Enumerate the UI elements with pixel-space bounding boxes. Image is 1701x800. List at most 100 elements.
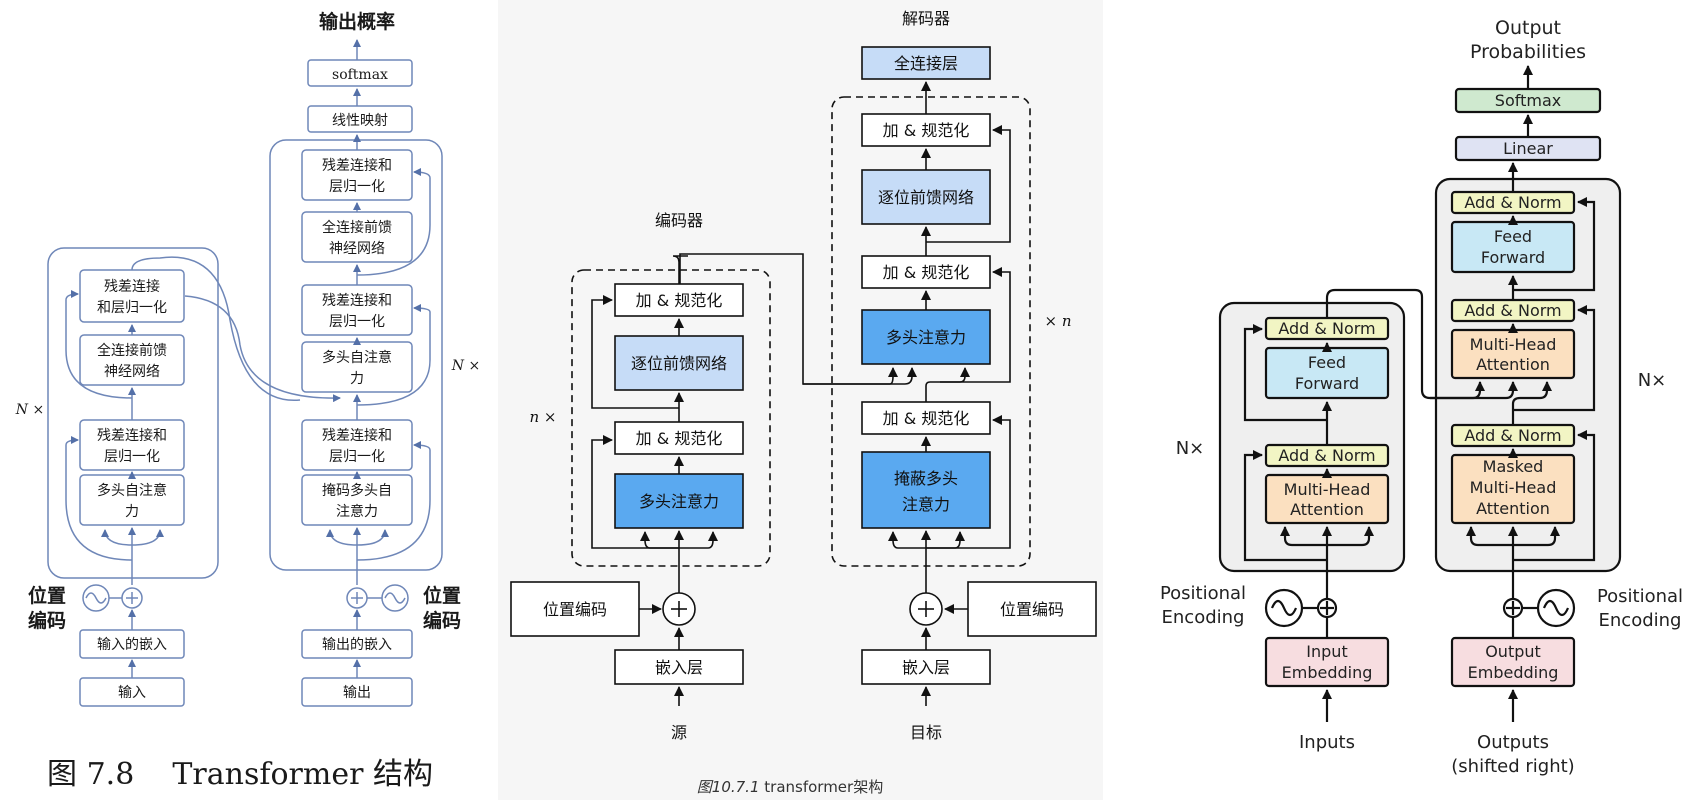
p2-enc-addnorm-bot-label: 加 & 规范化	[636, 429, 723, 448]
p2-dec-ffn-label: 逐位前馈网络	[878, 188, 974, 207]
p3-dec-masked-a: Masked	[1483, 457, 1544, 476]
p2-dec-mha-label: 多头注意力	[886, 328, 966, 347]
p2-enc-ffn	[614, 335, 744, 391]
p1-dec-addnorm2-a: 残差连接和	[322, 292, 392, 309]
p3-enc-mha-a: Multi-Head	[1284, 480, 1371, 499]
p3-enc-addnorm-2-label: Add & Norm	[1278, 446, 1375, 465]
p1-linear-box	[307, 105, 413, 133]
p1-pos-left-b: 编码	[28, 609, 66, 632]
p1-dec-addnorm3-b: 层归一化	[329, 448, 385, 465]
p2-dec-addnorm-1	[861, 113, 991, 147]
p3-in-emb-a: Input	[1306, 642, 1347, 661]
p2-src-label: 源	[671, 723, 687, 742]
p2-embed-right-label: 嵌入层	[902, 658, 950, 677]
p2-pos-right	[967, 581, 1097, 637]
p1-pos-right-b: 编码	[423, 609, 461, 632]
p2-dec-masked-a: 掩蔽多头	[894, 469, 958, 488]
p2-enc-addnorm-top	[614, 283, 744, 317]
p3-encoder-panel	[1218, 301, 1406, 573]
p1-enc-addnorm-top-a: 残差连接	[104, 278, 160, 295]
p2-caption-rest: transformer架构	[760, 778, 884, 796]
p2-pos-right-label: 位置编码	[1000, 600, 1064, 619]
p2-embed-left	[614, 649, 744, 685]
p1-dec-addnorm3-a: 残差连接和	[322, 427, 392, 444]
p2-enc-addnorm-bot	[614, 421, 744, 455]
p3-inputs-label: Inputs	[1299, 732, 1355, 753]
p2-dec-addnorm-3-label: 加 & 规范化	[883, 409, 970, 428]
p3-pos-right-a: Positional	[1597, 586, 1683, 607]
p1-enc-mha-a: 多头自注意	[97, 482, 167, 499]
p3-pos-left-b: Encoding	[1162, 607, 1245, 628]
p2-enc-ffn-label: 逐位前馈网络	[631, 354, 727, 373]
p2-dec-addnorm-2-label: 加 & 规范化	[883, 263, 970, 282]
p1-dec-mha-b: 力	[350, 371, 364, 387]
p1-dec-addnorm1-a: 残差连接和	[322, 157, 392, 174]
p2-encoder-frame	[571, 269, 771, 567]
panel-2-d2l-transformer	[510, 46, 1097, 706]
panel-1-labels: 输出概率 softmax 线性映射 残差连接和 层归一化 全连接前馈 神经网络 …	[15, 10, 480, 792]
p3-softmax-label: Softmax	[1495, 91, 1561, 110]
p1-output-label: 输出	[343, 685, 371, 701]
p1-dec-masked-b: 注意力	[336, 503, 378, 520]
p1-dec-masked-a: 掩码多头自	[322, 482, 392, 499]
p2-caption: 图10.7.1 transformer架构	[697, 778, 883, 796]
p2-dec-addnorm-2	[861, 255, 991, 289]
p2-fc-label: 全连接层	[894, 54, 958, 73]
p3-outputs-a: Outputs	[1477, 732, 1549, 753]
p2-dec-addnorm-3	[861, 401, 991, 435]
p2-enc-mha	[614, 473, 744, 529]
p1-dec-addnorm1-b: 层归一化	[329, 178, 385, 195]
p3-n-left: N×	[1176, 438, 1205, 459]
panel-2-labels: 解码器 编码器 全连接层 加 & 规范化 逐位前馈网络 加 & 规范化 多头注意…	[530, 9, 1072, 796]
p3-dec-addnorm-1-label: Add & Norm	[1464, 193, 1561, 212]
p2-dec-ffn	[861, 169, 991, 225]
p3-title-a: Output	[1495, 17, 1561, 39]
p1-linear-label: 线性映射	[332, 113, 388, 129]
p1-softmax-label: softmax	[332, 67, 388, 83]
p1-n-right: N ×	[451, 358, 480, 374]
p1-dec-ffn-a: 全连接前馈	[322, 219, 392, 236]
p3-outputs-b: (shifted right)	[1451, 756, 1574, 777]
p3-dec-masked-b: Multi-Head	[1470, 478, 1557, 497]
p2-fc	[861, 46, 991, 80]
p3-enc-addnorm-1-label: Add & Norm	[1278, 319, 1375, 338]
p1-enc-ffn-a: 全连接前馈	[97, 342, 167, 359]
p3-in-emb-b: Embedding	[1282, 663, 1373, 682]
p2-caption-italic: 图10.7.1	[697, 778, 760, 796]
p1-pos-right-a: 位置	[423, 584, 461, 607]
p1-title: 输出概率	[319, 10, 395, 33]
p3-n-right: N×	[1638, 370, 1667, 391]
p1-enc-addnorm-bot-a: 残差连接和	[97, 427, 167, 444]
p1-softmax-box	[307, 59, 413, 87]
p3-dec-ffn-a: Feed	[1494, 227, 1532, 246]
p1-enc-ffn-b: 神经网络	[104, 364, 160, 380]
p3-dec-addnorm-2-label: Add & Norm	[1464, 301, 1561, 320]
p2-encoder-title: 编码器	[655, 211, 703, 230]
p2-dec-masked	[861, 451, 991, 529]
p1-enc-addnorm-bot-b: 层归一化	[104, 448, 160, 465]
p1-encoder-frame	[47, 247, 219, 579]
p2-enc-addnorm-top-label: 加 & 规范化	[636, 291, 723, 310]
p3-title-b: Probabilities	[1470, 41, 1586, 63]
p2-dec-addnorm-1-label: 加 & 规范化	[883, 121, 970, 140]
panel-2-background	[498, 0, 1103, 800]
p2-n-dec: × n	[1045, 312, 1072, 330]
p3-dec-masked-c: Attention	[1476, 499, 1550, 518]
p1-enc-mha-b: 力	[125, 504, 139, 520]
p2-decoder-frame	[831, 96, 1031, 567]
p2-embed-left-label: 嵌入层	[655, 658, 703, 677]
p3-enc-ffn-a: Feed	[1308, 353, 1346, 372]
p3-out-emb-a: Output	[1485, 642, 1541, 661]
p2-decoder-title: 解码器	[902, 9, 950, 28]
p1-pos-left-a: 位置	[28, 584, 66, 607]
p3-pos-right-b: Encoding	[1599, 610, 1682, 631]
p1-output-emb-label: 输出的嵌入	[322, 637, 392, 653]
p2-dec-masked-b: 注意力	[902, 495, 950, 514]
p3-pos-left-a: Positional	[1160, 583, 1246, 604]
p1-dec-ffn-b: 神经网络	[329, 241, 385, 257]
p3-out-emb-b: Embedding	[1468, 663, 1559, 682]
p3-dec-mha-b: Attention	[1476, 355, 1550, 374]
p2-enc-mha-label: 多头注意力	[639, 492, 719, 511]
p1-n-left: N ×	[15, 402, 44, 418]
p1-input-label: 输入	[118, 685, 146, 701]
